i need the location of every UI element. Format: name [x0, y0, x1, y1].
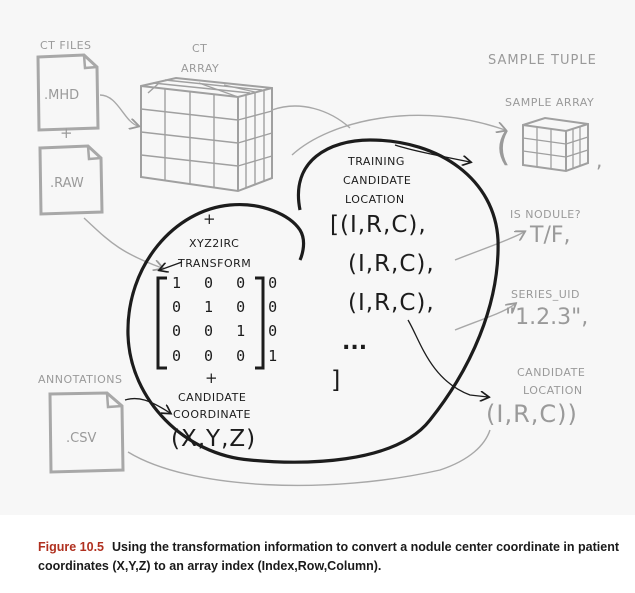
candidate-coordinate-line-2: COORDINATE [173, 408, 251, 421]
sample-array-label: SAMPLE ARRAY [505, 96, 595, 109]
arrow-item-to-candidate-location [407, 319, 488, 397]
arrow-list-to-series-uid [454, 304, 515, 331]
plus-sign-bottom: + [205, 369, 219, 387]
sample-tuple-comma: , [596, 148, 603, 172]
candidate-location-label-line-2: LOCATION [523, 384, 583, 397]
sample-array-cube-icon [522, 116, 589, 173]
candidate-list-item-3: (I,R,C), [348, 290, 435, 316]
transform-name-line-2: TRANSFORM [178, 257, 252, 270]
sample-tuple-open-paren: ( [496, 125, 511, 169]
plus-sign-files: + [60, 124, 74, 142]
heart-outline [126, 138, 500, 464]
training-title-line-3: LOCATION [345, 193, 405, 206]
arrow-csv-to-coordinate [124, 397, 170, 413]
xyz-coordinate: (X,Y,Z) [171, 426, 257, 452]
arrow-transform-to-matrix [160, 261, 183, 270]
series-uid-value: "1.2.3", [505, 305, 589, 330]
candidate-list-close-bracket: ] [331, 366, 341, 394]
arrow-array-to-loop-top [271, 105, 351, 129]
arrow-mhd-to-array [99, 94, 138, 126]
matrix-row-1: 1 0 0 0 [172, 274, 285, 292]
annotations-label: ANNOTATIONS [38, 373, 123, 386]
arrow-raw-to-transform [83, 217, 162, 268]
matrix-row-2: 0 1 0 0 [172, 298, 285, 316]
plus-sign-top: + [203, 210, 217, 228]
transform-name-line-1: XYZ2IRC [189, 237, 240, 250]
mhd-file-icon [36, 53, 100, 132]
candidate-coordinate-line-1: CANDIDATE [178, 391, 247, 404]
ct-files-label: CT FILES [40, 39, 92, 52]
arrow-array-to-sample [291, 114, 505, 156]
ct-array-label-line-2: ARRAY [181, 62, 220, 75]
matrix-right-bracket [255, 276, 265, 370]
mhd-file-label: .MHD [44, 88, 80, 103]
matrix-row-3: 0 0 1 0 [172, 322, 285, 340]
series-uid-label: SERIES_UID [511, 288, 581, 301]
is-nodule-label: IS NODULE? [510, 208, 582, 221]
figure-number: Figure 10.5 [38, 540, 104, 554]
arrow-training-to-sample-array [394, 144, 470, 162]
is-nodule-value: T/F, [530, 223, 571, 248]
matrix-row-4: 0 0 0 1 [172, 347, 285, 365]
candidate-list-item-1: [(I,R,C), [330, 212, 427, 238]
training-title-line-1: TRAINING [348, 155, 405, 168]
sample-tuple-title: SAMPLE TUPLE [488, 53, 597, 68]
candidate-location-label-line-1: CANDIDATE [517, 366, 586, 379]
csv-file-label: .CSV [66, 431, 97, 446]
caption-text: Using the transformation information to … [38, 540, 619, 573]
candidate-list-item-2: (I,R,C), [348, 251, 435, 277]
ct-array-cube-icon [140, 76, 273, 193]
arrow-loop-bottom [127, 429, 491, 487]
raw-file-label: .RAW [50, 176, 84, 191]
diagram-drawing [36, 53, 589, 487]
candidate-location-value: (I,R,C)) [486, 400, 578, 428]
csv-file-icon [48, 391, 125, 474]
training-title-line-2: CANDIDATE [343, 174, 412, 187]
matrix-left-bracket [156, 276, 167, 370]
ct-array-label-line-1: CT [192, 42, 208, 55]
candidate-list-ellipsis: ... [342, 330, 368, 355]
raw-file-icon [38, 144, 104, 216]
arrow-list-to-is-nodule [454, 232, 524, 261]
